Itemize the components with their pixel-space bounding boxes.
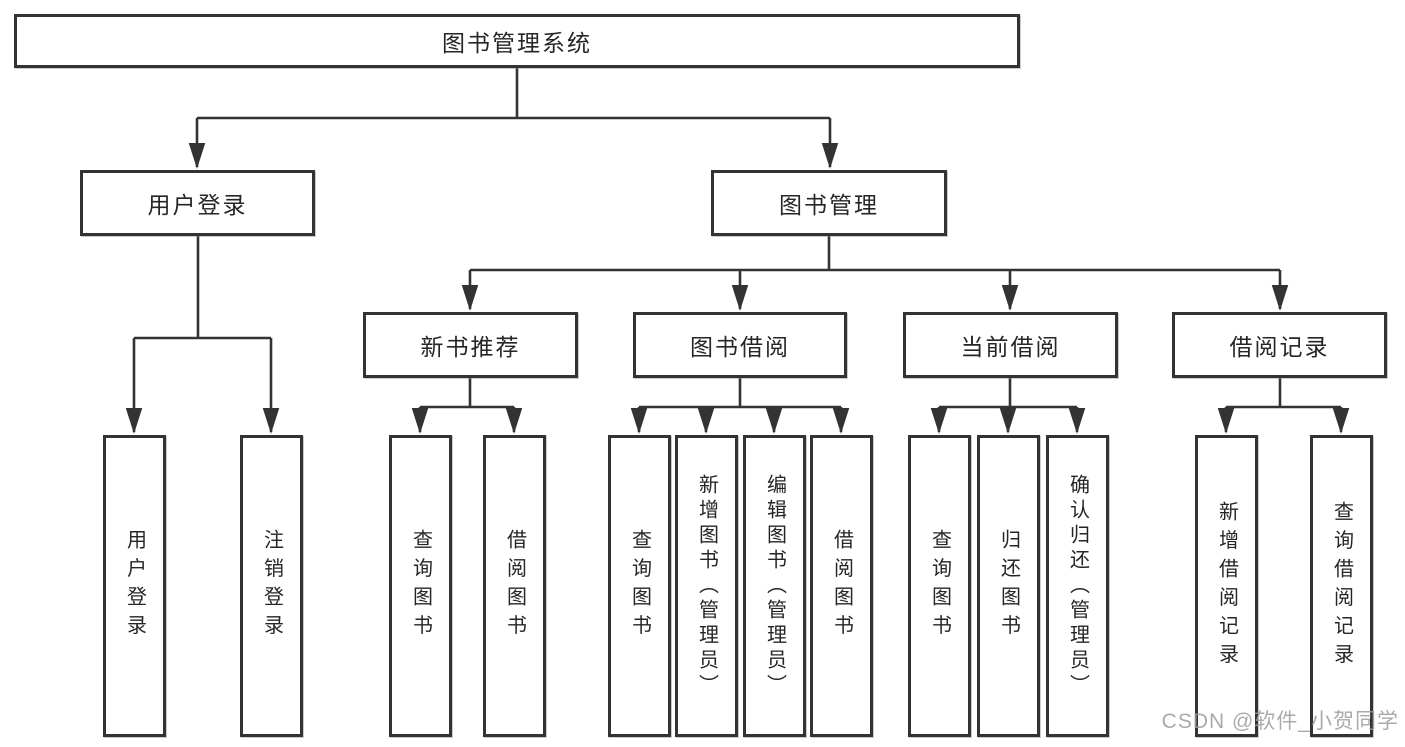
connector-root-stem bbox=[197, 68, 830, 120]
leaf-bb-borrow-books: 借阅图书 bbox=[810, 435, 873, 737]
node-book-borrow: 图书借阅 bbox=[633, 312, 847, 378]
node-user-login: 用户登录 bbox=[80, 170, 315, 236]
leaf-bb-add-books-admin: 新增图书（管理员） bbox=[675, 435, 738, 737]
leaf-nr-borrow-books-label: 借阅图书 bbox=[503, 529, 526, 643]
node-new-book-recommend-label: 新书推荐 bbox=[420, 334, 521, 360]
csdn-watermark: CSDN @软件_小贺同学 bbox=[1161, 710, 1399, 733]
leaf-user-login: 用户登录 bbox=[103, 435, 166, 737]
leaf-rec-query-record: 查询借阅记录 bbox=[1310, 435, 1373, 737]
leaf-bb-borrow-books-label: 借阅图书 bbox=[830, 529, 853, 643]
connector-bookmgmt-bus bbox=[470, 236, 1280, 272]
leaf-nr-query-books: 查询图书 bbox=[389, 435, 452, 737]
connector-current-bus bbox=[939, 378, 1077, 409]
leaf-user-login-label: 用户登录 bbox=[123, 529, 146, 643]
leaf-cb-return-books-label: 归还图书 bbox=[997, 529, 1020, 643]
leaf-logout: 注销登录 bbox=[240, 435, 303, 737]
leaf-nr-query-books-label: 查询图书 bbox=[409, 529, 432, 643]
leaf-cb-return-books: 归还图书 bbox=[977, 435, 1040, 737]
node-book-borrow-label: 图书借阅 bbox=[690, 334, 790, 360]
leaf-cb-query-books-label: 查询图书 bbox=[928, 529, 951, 643]
node-borrow-records-label: 借阅记录 bbox=[1229, 334, 1330, 360]
connector-newrec-bus bbox=[420, 378, 514, 409]
connector-borrow-bus bbox=[639, 378, 841, 409]
leaf-logout-label: 注销登录 bbox=[260, 529, 283, 643]
node-root-label: 图书管理系统 bbox=[442, 30, 592, 56]
node-root-library-system: 图书管理系统 bbox=[14, 14, 1020, 68]
leaf-rec-add-record: 新增借阅记录 bbox=[1195, 435, 1258, 737]
node-book-management-label: 图书管理 bbox=[779, 192, 879, 218]
node-book-management: 图书管理 bbox=[711, 170, 947, 236]
leaf-bb-edit-books-admin: 编辑图书（管理员） bbox=[743, 435, 806, 737]
node-new-book-recommend: 新书推荐 bbox=[363, 312, 578, 378]
leaf-rec-query-record-label: 查询借阅记录 bbox=[1330, 500, 1353, 672]
node-user-login-label: 用户登录 bbox=[147, 192, 248, 218]
leaf-cb-confirm-return-admin: 确认归还（管理员） bbox=[1046, 435, 1109, 737]
connector-userlogin-bus bbox=[134, 236, 271, 340]
leaf-bb-query-books-label: 查询图书 bbox=[628, 529, 651, 643]
leaf-bb-query-books: 查询图书 bbox=[608, 435, 671, 737]
leaf-bb-add-books-admin-label: 新增图书（管理员） bbox=[695, 473, 718, 699]
node-current-borrow-label: 当前借阅 bbox=[960, 334, 1061, 360]
node-borrow-records: 借阅记录 bbox=[1172, 312, 1387, 378]
leaf-cb-confirm-return-admin-label: 确认归还（管理员） bbox=[1066, 473, 1089, 699]
leaf-nr-borrow-books: 借阅图书 bbox=[483, 435, 546, 737]
node-current-borrow: 当前借阅 bbox=[903, 312, 1118, 378]
leaf-rec-add-record-label: 新增借阅记录 bbox=[1215, 500, 1238, 672]
connector-records-bus bbox=[1226, 378, 1341, 409]
leaf-bb-edit-books-admin-label: 编辑图书（管理员） bbox=[763, 473, 786, 699]
leaf-cb-query-books: 查询图书 bbox=[908, 435, 971, 737]
